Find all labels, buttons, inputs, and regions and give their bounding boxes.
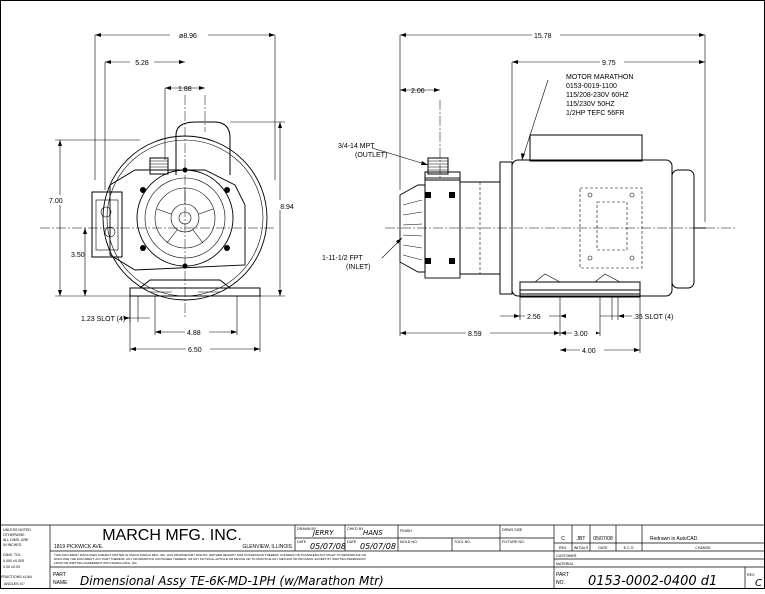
rev-header-rev: REV.: [559, 546, 567, 550]
dim-4-00: 4.00: [582, 348, 596, 355]
mold-no-label: MOLD NO.: [400, 540, 418, 544]
motor-note-line-3: 115/208-230V 60HZ: [566, 92, 629, 99]
dim-3-50: 3.50: [71, 252, 85, 259]
tol-line-9: ANGLES ±1°: [4, 582, 26, 586]
tol-line-5: DIMS. TOL.: [3, 553, 22, 557]
checked-by-label: CHK'D BY: [347, 527, 364, 531]
dim-slot-1-23: 1.23 SLOT (4): [81, 316, 125, 323]
rev-row-rev: C: [561, 536, 565, 542]
rev-header-initials: INITIALS: [574, 546, 589, 550]
outlet-note-line-2: (OUTLET): [355, 152, 387, 159]
drawn-by-label: DRAWN BY: [297, 527, 317, 531]
motor-note-line-1: MOTOR MARATHON: [566, 74, 633, 81]
checked-date-label: DATE: [347, 540, 357, 544]
dim-slot-35: .35 SLOT (4): [633, 314, 673, 321]
part-number: 0153-0002-0400 d1: [588, 574, 717, 589]
drawn-date: 05/07/08: [310, 542, 346, 551]
part-no-label-2: NO.: [556, 580, 565, 586]
part-name: Dimensional Assy TE-6K-MD-1PH (w/Maratho…: [80, 574, 384, 588]
motor-note-line-4: 115/230V 50HZ: [566, 101, 615, 108]
drawn-by-value: JERRY: [311, 529, 334, 537]
tol-line-6: 0.000 ±0.005: [3, 559, 24, 563]
dim-4-88: 4.88: [187, 330, 201, 337]
finish-label: FINISH: [400, 529, 412, 533]
fixture-no-label: FIXTURE NO.: [502, 540, 525, 544]
dim-3-00: 3.00: [574, 331, 588, 338]
dim-8-94: 8.94: [280, 204, 294, 211]
drwg-size-label: DRWG SIZE: [502, 528, 523, 532]
rev-row-change: Redrawn in AutoCAD.: [650, 536, 699, 542]
tol-line-2: OTHERWISE: [3, 533, 25, 537]
title-block: [0, 524, 765, 589]
dim-8-59: 8.59: [468, 331, 482, 338]
rev-header-eco: E.C.O.: [624, 546, 635, 550]
company-name: MARCH MFG. INC.: [102, 527, 242, 544]
company-city: GLENVIEW, ILLINOIS: [243, 544, 293, 550]
dim-7-00: 7.00: [49, 198, 63, 205]
front-view: ø8.96 5.28 1.88 7.00 3.50 8.94: [40, 30, 299, 354]
tol-line-8: FRACTIONS ±1/64: [1, 575, 32, 579]
dim-2-56: 2.56: [527, 314, 541, 321]
rev-label: REV.: [747, 573, 755, 577]
disclaimer-line-3: FROM OR WRITTEN AGREEMENT WITH MARCH MFG…: [54, 561, 138, 565]
dim-1-88: 1.88: [178, 86, 192, 93]
part-name-label-1: PART: [53, 572, 66, 578]
dim-2-06: 2.06: [411, 88, 425, 95]
rev-row-date: 05/07/08: [593, 536, 613, 542]
tool-no-label: TOOL NO.: [454, 540, 471, 544]
tol-line-3: ALL DIMS. ARE: [3, 538, 29, 542]
revision-table: C JBT 05/07/08 Redrawn in AutoCAD. REV. …: [559, 536, 711, 550]
dim-5-28: 5.28: [135, 60, 149, 67]
rev-header-date: DATE: [598, 546, 608, 550]
side-view: 15.78 9.75 2.06 MOTOR MARATHON 0153-0019…: [322, 30, 735, 355]
material-label: MATERIAL: [556, 562, 574, 566]
checked-by-value: HANS: [363, 529, 383, 537]
part-no-label-1: PART: [556, 572, 569, 578]
dim-9-75: 9.75: [602, 60, 616, 67]
motor-note-line-2: 0153-0019-1100: [566, 83, 617, 90]
checked-date: 05/07/08: [360, 542, 396, 551]
inlet-note-line-2: (INLET): [346, 264, 371, 271]
company-street: 1819 PICKWICK AVE.: [54, 544, 103, 550]
disclaimer-line-2: DISCLOSE THE DOCUMENT, ANY PART THEREOF,…: [54, 557, 366, 561]
tolerance-block: UNLESS NOTED OTHERWISE ALL DIMS. ARE IN …: [1, 528, 32, 586]
tol-line-7: 0.00 ±0.03: [3, 565, 20, 569]
dim-6-50: 6.50: [188, 347, 202, 354]
dim-overall-diameter: ø8.96: [179, 33, 197, 40]
customer-label: CUSTOMER: [556, 554, 577, 558]
tol-line-4: IN INCHES.: [3, 543, 22, 547]
rev-row-initials: JBT: [577, 536, 586, 542]
part-name-label-2: NAME: [53, 580, 68, 586]
rev-header-change: CHANGE: [695, 546, 711, 550]
drawn-date-label: DATE: [297, 540, 307, 544]
motor-note-line-5: 1/2HP TEFC 56FR: [566, 110, 625, 117]
disclaimer-line-1: THIS DOCUMENT DISCLOSES SUBJECT MATTER I…: [54, 553, 367, 557]
tol-line-1: UNLESS NOTED: [3, 528, 31, 532]
outlet-note-line-1: 3/4-14 MPT: [338, 143, 375, 150]
dim-15-78: 15.78: [534, 33, 552, 40]
inlet-note-line-1: 1-11-1/2 FPT: [322, 255, 363, 262]
rev-value: C: [755, 578, 762, 589]
